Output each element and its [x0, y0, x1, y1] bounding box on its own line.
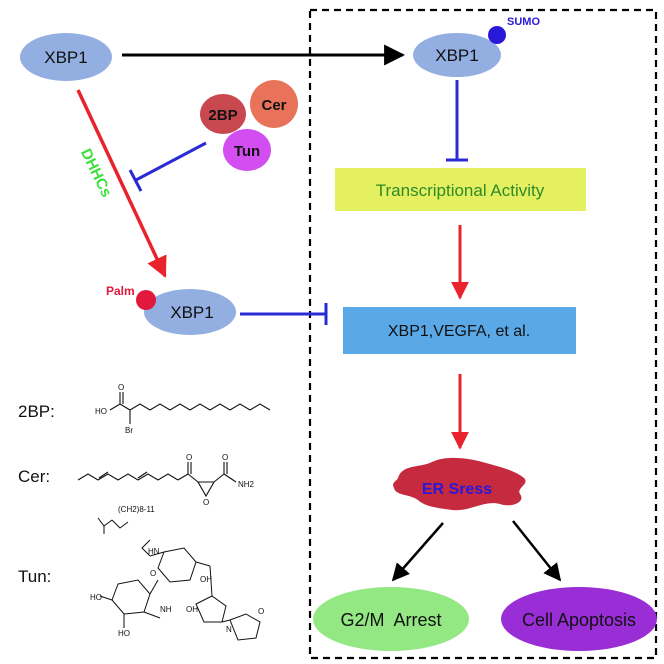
structure-label-2bp: 2BP: — [18, 402, 55, 421]
g2m-arrest-node: G2/M Arrest — [313, 587, 469, 651]
palm-label: Palm — [106, 284, 135, 298]
xbp1-node-top-left: XBP1 — [20, 33, 112, 81]
structure-cer-atoms: O O O NH2 — [186, 453, 255, 507]
svg-text:O: O — [118, 383, 124, 392]
xbp1-palm-node: XBP1 Palm — [106, 284, 236, 335]
tun-blob — [223, 129, 271, 171]
svg-text:HO: HO — [95, 407, 107, 416]
cer-blob — [250, 80, 298, 128]
arrow-to-g2m — [391, 522, 444, 582]
cell-apoptosis-node: Cell Apoptosis — [501, 587, 657, 651]
2bp-blob — [200, 94, 246, 134]
structure-2bp-atoms: HO O Br — [95, 383, 133, 435]
svg-text:NH: NH — [160, 605, 172, 614]
cell-apoptosis-label: Cell Apoptosis — [522, 610, 636, 630]
2bp-label: 2BP — [208, 107, 237, 124]
g2m-arrest-label: G2/M Arrest — [340, 610, 441, 630]
tun-label: Tun — [234, 143, 260, 160]
structure-tun — [97, 517, 261, 641]
inhibit-transcription — [446, 80, 468, 162]
dhhcs-arrow — [76, 89, 167, 278]
xbp1-label-top-left: XBP1 — [44, 48, 87, 67]
svg-text:N: N — [226, 625, 232, 634]
sumo-dot — [488, 26, 506, 44]
transcriptional-activity-label: Transcriptional Activity — [376, 181, 545, 200]
svg-text:O: O — [203, 498, 209, 507]
structure-label-tun: Tun: — [18, 567, 51, 586]
xbp1-sumo-node: XBP1 SUMO — [413, 16, 540, 77]
palm-dot — [136, 290, 156, 310]
xbp1-label-palm: XBP1 — [170, 303, 213, 322]
xbp1-label-sumo: XBP1 — [435, 46, 478, 65]
svg-text:O: O — [186, 453, 192, 462]
arrow-to-apoptosis — [512, 520, 562, 582]
inhibitor-cluster: Cer 2BP Tun — [200, 80, 298, 171]
structure-label-cer: Cer: — [18, 467, 50, 486]
svg-text:Br: Br — [125, 426, 133, 435]
svg-text:HO: HO — [118, 629, 130, 638]
structure-cer — [77, 462, 237, 498]
svg-text:NH2: NH2 — [238, 480, 255, 489]
svg-text:HN: HN — [148, 547, 160, 556]
svg-text:O: O — [258, 607, 264, 616]
cer-label: Cer — [261, 97, 286, 114]
targets-box: XBP1,VEGFA, et al. — [343, 307, 576, 354]
er-stress-label: ER Sress — [422, 481, 492, 498]
svg-text:HO: HO — [90, 593, 102, 602]
svg-text:O: O — [150, 569, 156, 578]
structure-2bp — [109, 392, 271, 424]
targets-label: XBP1,VEGFA, et al. — [388, 323, 530, 340]
svg-text:O: O — [222, 453, 228, 462]
inhibit-dhhcs — [128, 141, 207, 192]
structure-tun-atoms: (CH2)8-11 HN O OH HO HO NH OH N O — [90, 505, 264, 638]
svg-text:OH: OH — [186, 605, 198, 614]
svg-text:OH: OH — [200, 575, 212, 584]
sumo-label: SUMO — [507, 16, 540, 28]
er-stress-blob: ER Sress — [393, 457, 526, 511]
inhibit-targets — [240, 303, 328, 325]
nucleus-dashed-border — [308, 8, 658, 660]
svg-text:(CH2)8-11: (CH2)8-11 — [118, 505, 155, 514]
transcriptional-activity-box: Transcriptional Activity — [335, 168, 586, 211]
